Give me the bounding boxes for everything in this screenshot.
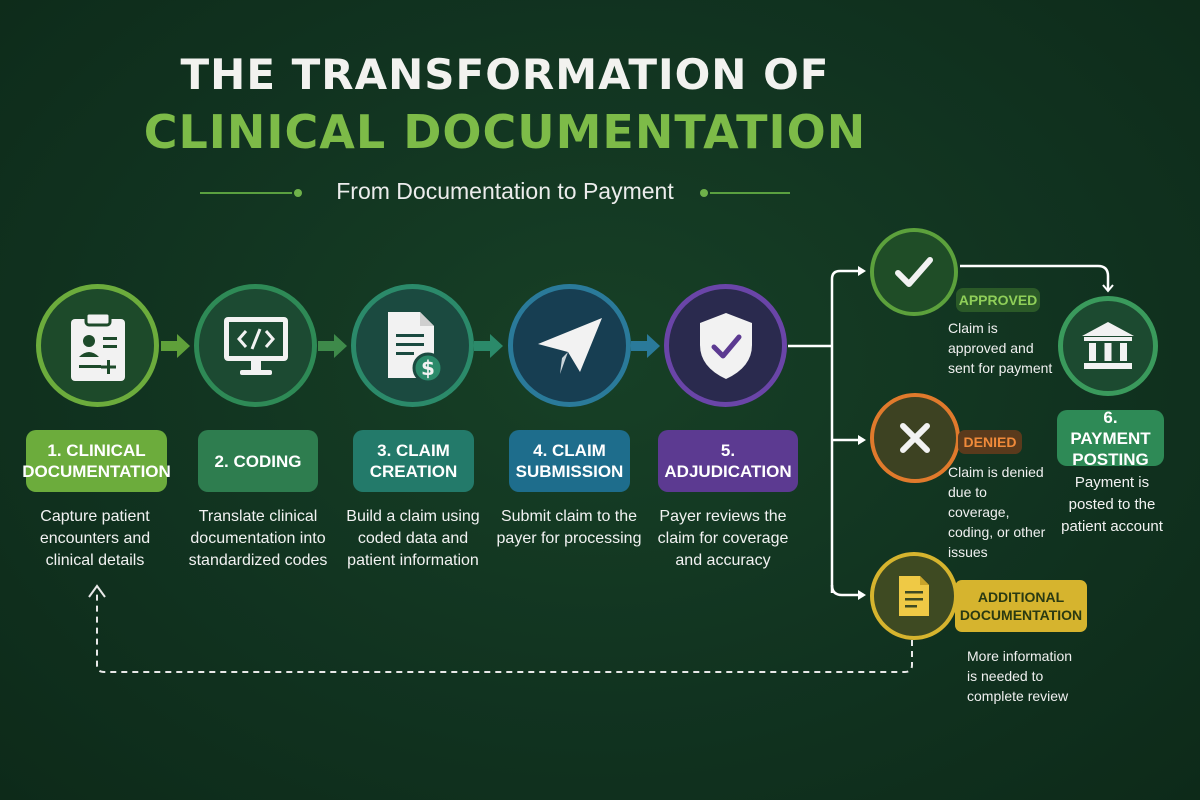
step-arrow [631, 334, 660, 358]
page-title-line1: THE TRANSFORMATION OF [180, 50, 830, 99]
additional-documentation-tag: ADDITIONAL DOCUMENTATION [955, 580, 1087, 632]
approved-to-payment-arrow [960, 264, 1114, 293]
denied-tag: DENIED [958, 430, 1022, 454]
payment-icon-circle [1058, 296, 1158, 396]
document-icon [899, 576, 929, 616]
branch-arrow-additional [830, 584, 866, 600]
code-monitor-icon [223, 316, 288, 375]
step-5-description: Payer reviews the claim for coverage and… [657, 508, 789, 569]
step-5-icon-circle [664, 284, 787, 407]
check-icon [895, 257, 933, 287]
subtitle: From Documentation to Payment [336, 178, 674, 204]
svg-text:$: $ [421, 356, 435, 380]
additional-icon-circle [870, 552, 958, 640]
step-3-description: Build a claim using coded data and patie… [346, 508, 480, 569]
step-arrow [318, 334, 347, 358]
approved-icon-circle [870, 228, 958, 316]
payment-posting-label: 6. PAYMENT POSTING [1057, 408, 1164, 469]
bank-icon [1082, 322, 1134, 369]
step-2-icon-circle [194, 284, 317, 407]
page-title-line2: CLINICAL DOCUMENTATION [143, 105, 867, 159]
step-2-description: Translate clinical documentation into st… [188, 508, 328, 569]
step-arrow [161, 334, 190, 358]
document-dollar-icon: $ [387, 311, 443, 383]
step-4-label: 4. CLAIM SUBMISSION [509, 430, 630, 492]
step-4-icon-circle [508, 284, 631, 407]
feedback-loop-arrowhead [88, 584, 106, 598]
step-3-icon-circle: $ [351, 284, 474, 407]
x-icon [900, 423, 930, 453]
additional-description: More information is needed to complete r… [967, 648, 1073, 704]
clipboard-icon [70, 311, 125, 381]
step-1-icon-circle [36, 284, 159, 407]
feedback-loop-dashed [96, 592, 913, 673]
step-5-label: 5. ADJUDICATION [658, 430, 798, 492]
branch-arrow-approved [830, 266, 866, 280]
subtitle-divider-right [710, 192, 790, 194]
paper-plane-icon [537, 317, 602, 374]
step-arrow [474, 334, 503, 358]
approved-description: Claim is approved and sent for payment [948, 320, 1053, 376]
subtitle-divider-left [200, 192, 292, 194]
step-3-label: 3. CLAIM CREATION [353, 430, 474, 492]
step-1-description: Capture patient encounters and clinical … [39, 508, 151, 569]
subtitle-dot-left [294, 189, 302, 197]
payment-posting-description: Payment is posted to the patient account [1061, 474, 1163, 535]
subtitle-dot-right [700, 189, 708, 197]
step-1-label: 1. CLINICAL DOCUMENTATION [22, 430, 171, 492]
denied-icon-circle [870, 393, 960, 483]
shield-check-icon [699, 312, 752, 379]
approved-tag: APPROVED [956, 288, 1040, 312]
step-4-description: Submit claim to the payer for processing [496, 508, 642, 547]
step-2-label: 2. CODING [198, 430, 318, 492]
branch-connector [788, 279, 834, 593]
denied-description: Claim is denied due to coverage, coding,… [948, 464, 1046, 560]
